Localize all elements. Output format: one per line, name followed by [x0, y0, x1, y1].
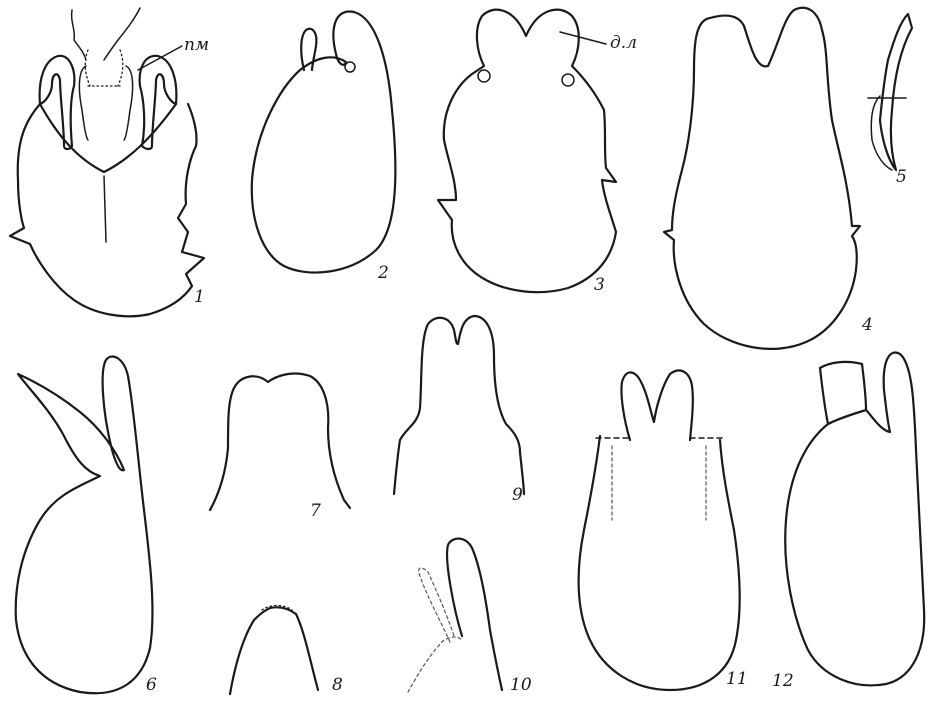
fig10-base	[408, 637, 462, 692]
figure-number-7: 7	[310, 501, 321, 521]
figure-number-4: 4	[861, 315, 873, 335]
figure-5-drawing	[868, 14, 912, 170]
figure-number-9: 9	[512, 485, 523, 505]
fig4-body	[664, 8, 860, 349]
figure-12-drawing	[785, 353, 924, 686]
figure-number-3: 3	[594, 275, 605, 295]
fig12-cylinder	[820, 362, 866, 424]
fig8-outline	[230, 607, 318, 694]
figure-8-drawing	[230, 606, 318, 695]
annotation-dl: д.л	[610, 33, 637, 53]
fig1-left-clasp	[40, 56, 75, 149]
fig1-right-lobe-inner	[124, 66, 133, 140]
figure-9-drawing	[394, 316, 524, 494]
fig1-right-clasp	[140, 56, 177, 149]
fig3-dl-leader	[560, 32, 606, 44]
fig5-hook	[880, 14, 912, 170]
figure-6-drawing	[16, 357, 153, 694]
figure-10-drawing	[408, 539, 502, 692]
fig1-pm-leader	[138, 46, 182, 70]
fig1-bristle-right	[104, 8, 140, 60]
figure-number-1: 1	[194, 287, 205, 307]
fig2-body	[252, 12, 396, 273]
fig10-main-lobe	[447, 539, 502, 690]
fig2-pore	[345, 62, 355, 72]
fig1-dotted-base-left	[85, 50, 90, 86]
fig11-body	[579, 436, 740, 690]
figure-3-drawing	[438, 10, 616, 293]
fig6-body	[16, 357, 153, 694]
fig3-pore-left	[478, 70, 490, 82]
fig11-lobes	[621, 370, 692, 440]
figure-2-drawing	[252, 12, 396, 273]
figure-number-11: 11	[726, 669, 748, 689]
figure-number-2: 2	[377, 263, 389, 283]
annotation-pm: пм	[184, 35, 209, 55]
figure-7-drawing	[210, 374, 350, 510]
figure-number-5: 5	[896, 167, 907, 187]
figure-number-8: 8	[332, 675, 343, 695]
fig1-inner-plate	[40, 104, 176, 172]
fig3-body	[438, 10, 616, 293]
fig1-median-line	[104, 176, 106, 242]
fig9-outline	[394, 316, 524, 494]
fig3-pore-right	[562, 74, 574, 86]
figure-11-drawing	[579, 370, 740, 690]
fig1-bristle-left	[72, 10, 86, 60]
figure-number-10: 10	[510, 675, 532, 695]
fig1-outer-body	[10, 104, 204, 316]
figure-1-drawing	[10, 8, 204, 316]
fig1-dotted-base-right	[118, 50, 123, 86]
fig7-outline	[210, 374, 350, 510]
figure-number-6: 6	[146, 675, 157, 695]
figure-4-drawing	[664, 8, 860, 349]
figure-number-12: 12	[772, 671, 794, 691]
fig12-body	[785, 353, 924, 686]
